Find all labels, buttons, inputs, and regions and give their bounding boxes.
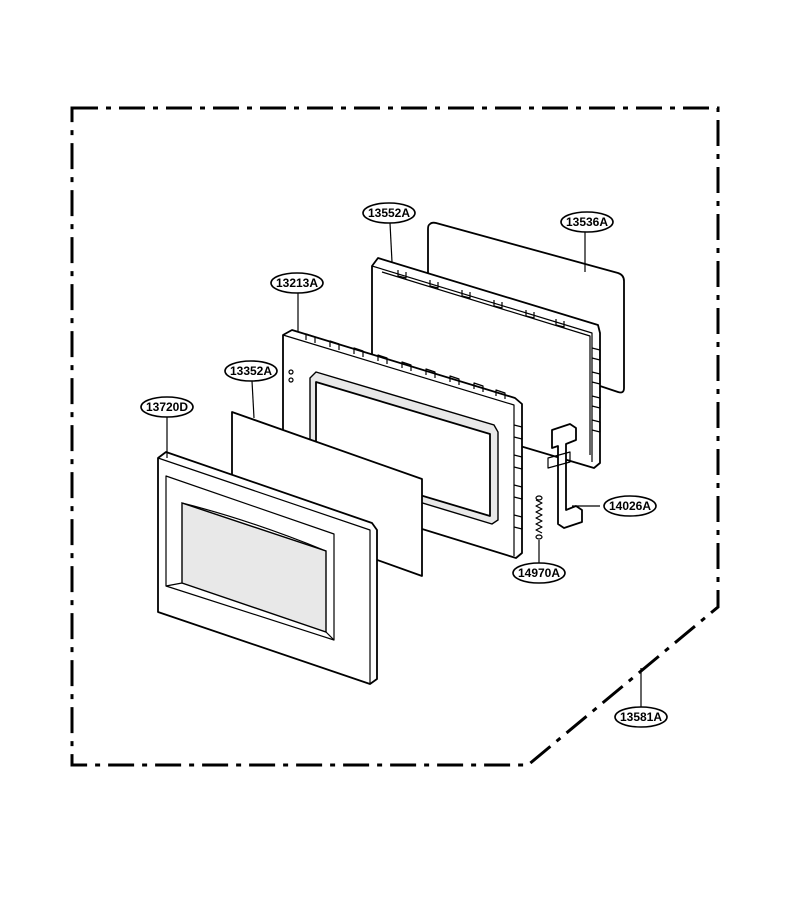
callout-13213A: 13213A (270, 272, 324, 294)
callout-label-14970A: 14970A (518, 566, 560, 580)
callout-13352A: 13352A (224, 360, 278, 382)
callout-14026A: 14026A (603, 495, 657, 517)
part-spring (535, 495, 543, 540)
callout-13552A: 13552A (362, 202, 416, 224)
callout-label-13536A: 13536A (566, 215, 608, 229)
callout-label-13213A: 13213A (276, 276, 318, 290)
part-latch (547, 423, 583, 529)
part-door-front (157, 451, 378, 685)
assembly-outline (70, 106, 720, 767)
callout-13581A: 13581A (614, 706, 668, 728)
callout-label-13581A: 13581A (620, 710, 662, 724)
callout-label-14026A: 14026A (609, 499, 651, 513)
callout-13720D: 13720D (140, 396, 194, 418)
callout-label-13552A: 13552A (368, 206, 410, 220)
callout-label-13352A: 13352A (230, 364, 272, 378)
leader-lines (166, 222, 642, 707)
callout-13536A: 13536A (560, 211, 614, 233)
callout-14970A: 14970A (512, 562, 566, 584)
callout-label-13720D: 13720D (146, 400, 188, 414)
